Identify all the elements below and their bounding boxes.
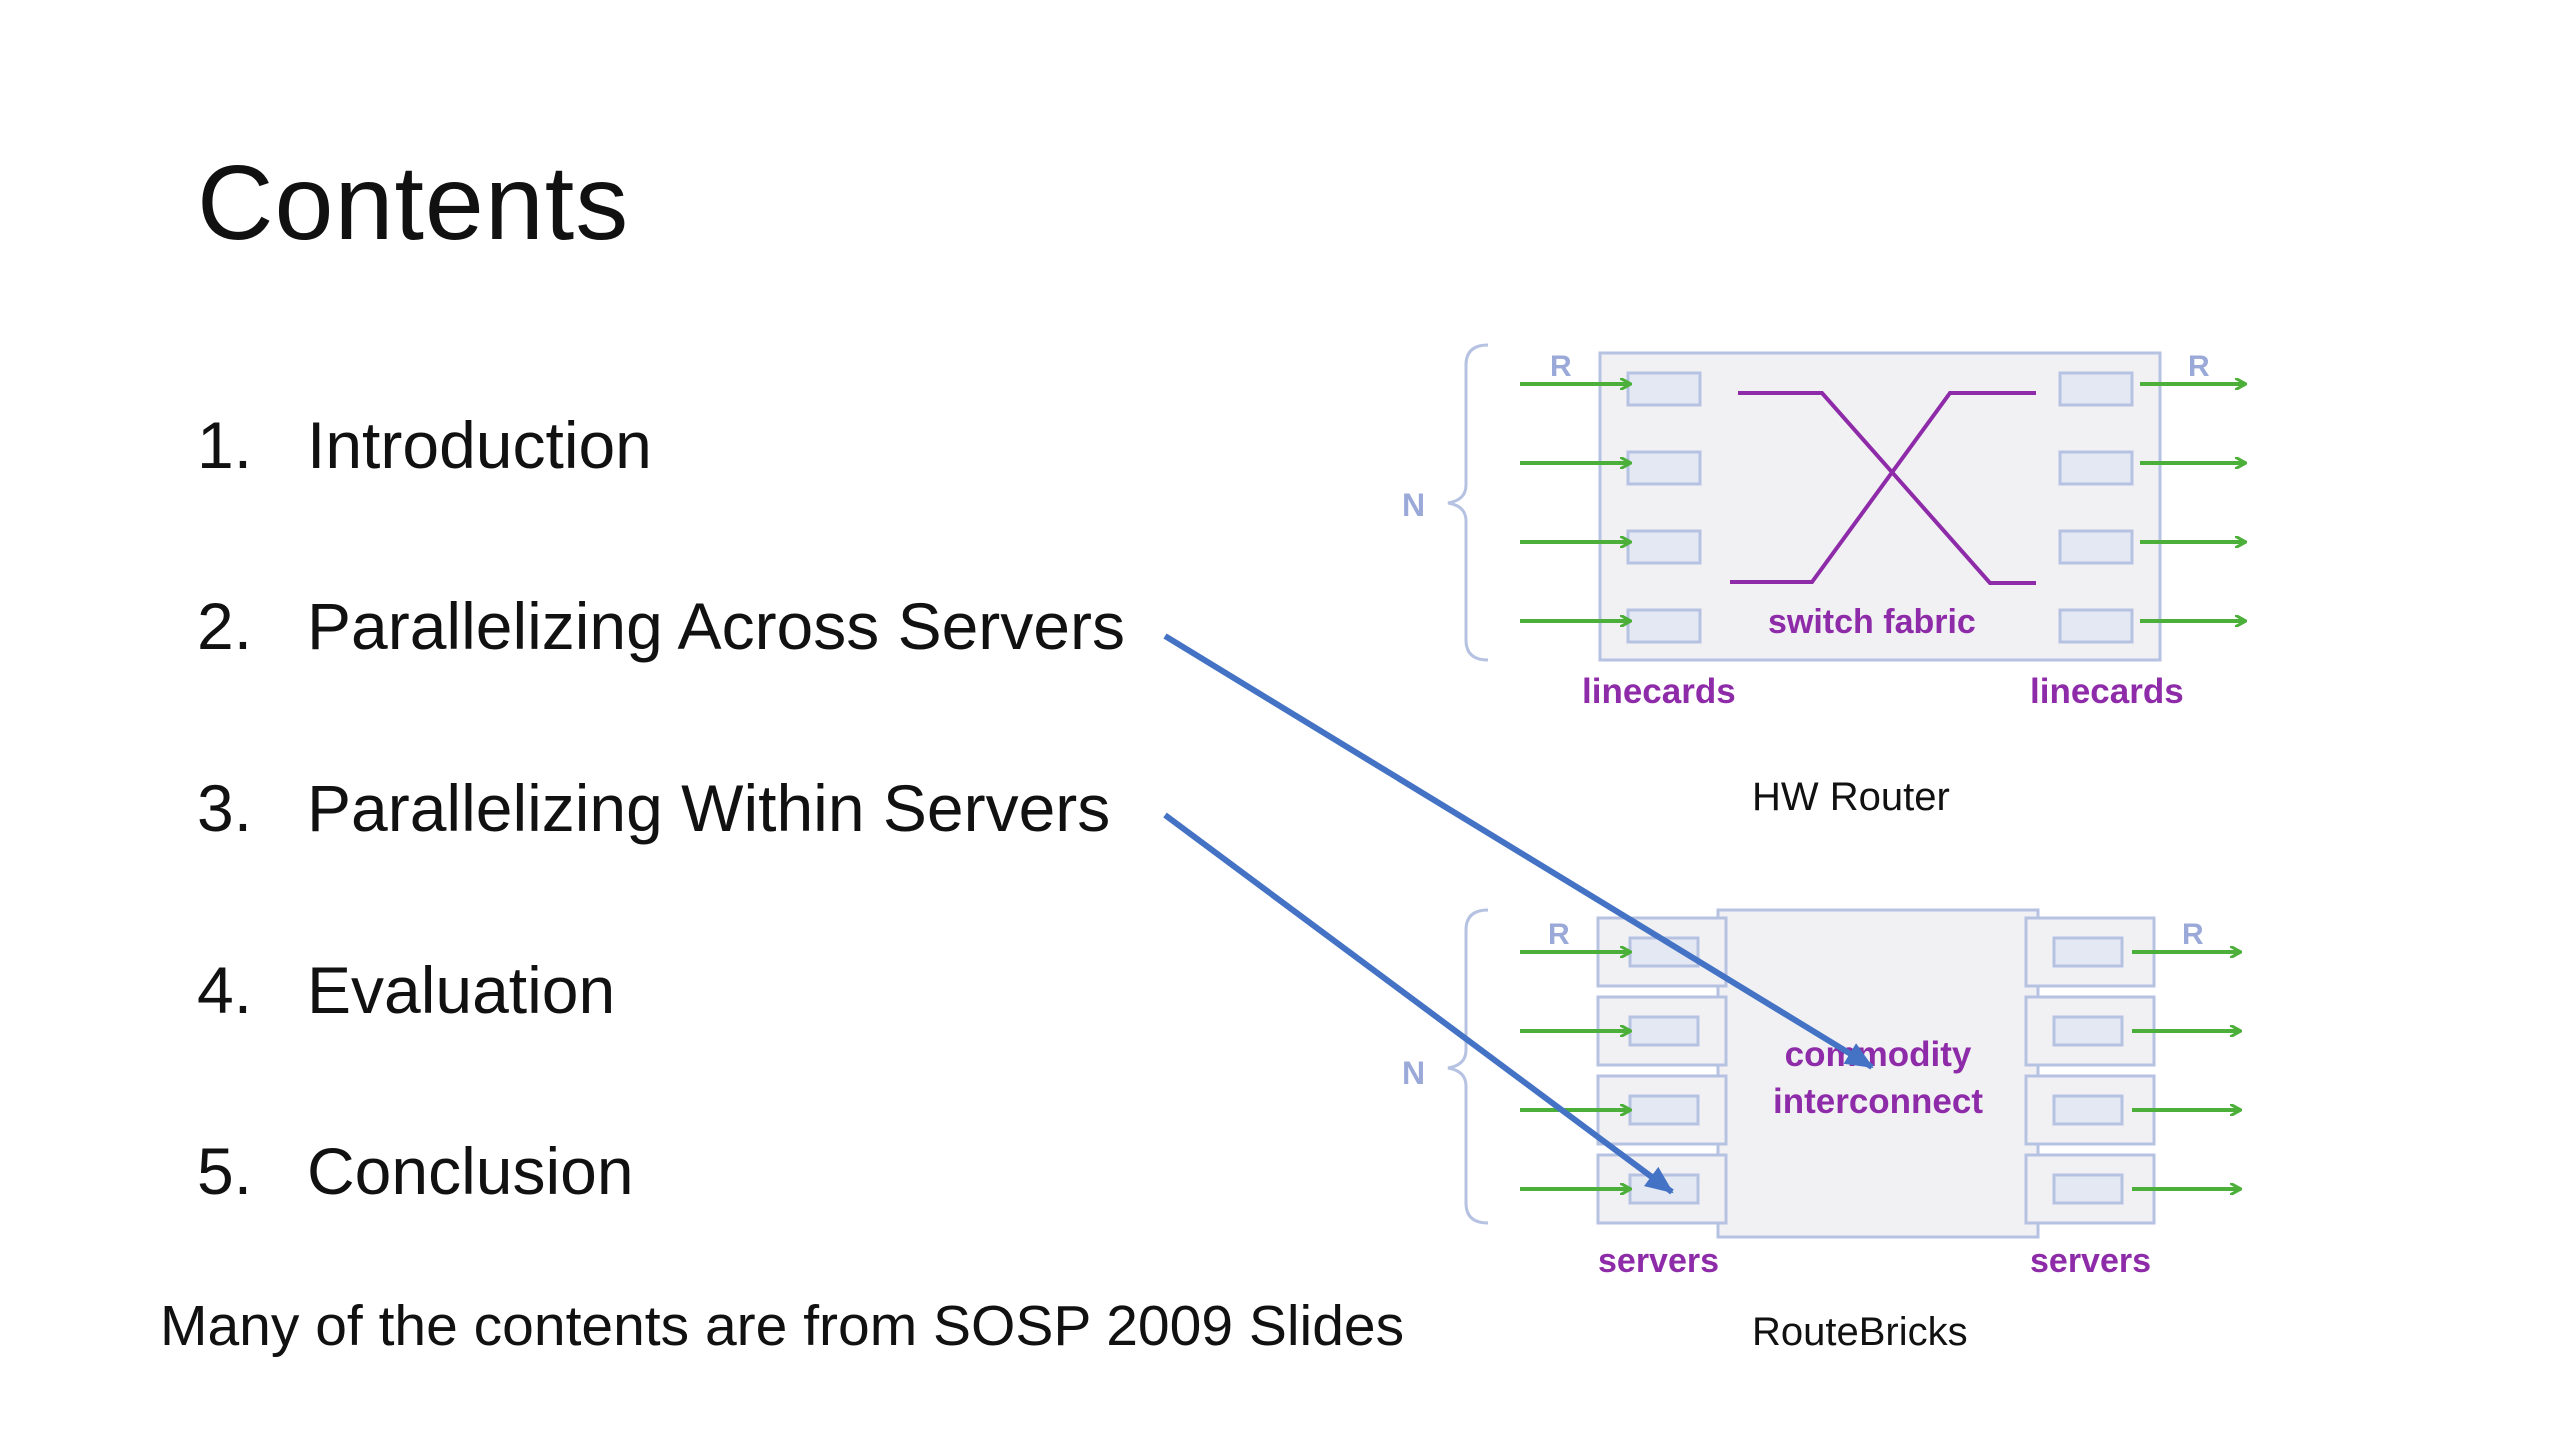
hw-router-caption: HW Router bbox=[1752, 775, 1950, 819]
brace-icon bbox=[1447, 343, 1489, 662]
brace-icon bbox=[1447, 908, 1489, 1225]
hw-router-diagram: N R R switch fabric linecards linecards bbox=[1402, 343, 2245, 711]
switch-fabric-line bbox=[1730, 391, 2036, 584]
server-port bbox=[2052, 936, 2124, 968]
agenda-item-evaluation: 4.Evaluation bbox=[197, 957, 615, 1023]
interconnect-box bbox=[1716, 908, 2040, 1239]
hw-right-label: linecards bbox=[2030, 672, 2184, 711]
switch-fabric-label: switch fabric bbox=[1768, 603, 1976, 641]
linecard bbox=[1626, 450, 1702, 486]
agenda-item-introduction: 1.Introduction bbox=[197, 412, 652, 478]
agenda-label: Parallelizing Across Servers bbox=[307, 589, 1125, 663]
rb-r-in-label: R bbox=[1548, 918, 1570, 951]
server-port bbox=[1628, 1015, 1700, 1047]
hw-r-out-label: R bbox=[2188, 350, 2210, 383]
server-port bbox=[2052, 1173, 2124, 1205]
linecard bbox=[2058, 529, 2134, 565]
rb-right-label: servers bbox=[2030, 1242, 2151, 1280]
agenda-number: 4. bbox=[197, 953, 253, 1027]
agenda-item-within-servers: 3.Parallelizing Within Servers bbox=[197, 775, 1110, 841]
agenda-item-conclusion: 5.Conclusion bbox=[197, 1138, 634, 1204]
routebricks-diagram: N R R commodity interconnect bbox=[1402, 908, 2240, 1280]
agenda-number: 3. bbox=[197, 771, 253, 845]
hw-r-in-label: R bbox=[1550, 350, 1572, 383]
agenda-label: Introduction bbox=[307, 408, 652, 482]
switch-fabric-line bbox=[1738, 391, 2036, 585]
linecard bbox=[1626, 529, 1702, 565]
linecard bbox=[1626, 608, 1702, 644]
interconnect-label: interconnect bbox=[1773, 1082, 1983, 1121]
agenda-item-across-servers: 2.Parallelizing Across Servers bbox=[197, 593, 1125, 659]
server-port bbox=[2052, 1015, 2124, 1047]
pointer-arrow-across bbox=[1163, 633, 1874, 1070]
slide-title: Contents bbox=[197, 144, 630, 262]
hw-left-label: linecards bbox=[1582, 672, 1736, 711]
agenda-label: Evaluation bbox=[307, 953, 616, 1027]
server-port bbox=[2052, 1094, 2124, 1126]
linecard bbox=[2058, 450, 2134, 486]
server-port bbox=[1628, 1094, 1700, 1126]
rb-n-label: N bbox=[1402, 1055, 1425, 1091]
linecard bbox=[2058, 608, 2134, 644]
hw-n-label: N bbox=[1402, 487, 1425, 523]
linecard bbox=[2058, 371, 2134, 407]
linecard bbox=[1626, 371, 1702, 407]
rb-r-out-label: R bbox=[2182, 918, 2204, 951]
agenda-number: 2. bbox=[197, 589, 253, 663]
agenda-label: Conclusion bbox=[307, 1134, 634, 1208]
pointer-arrow-within bbox=[1163, 812, 1674, 1195]
agenda-number: 1. bbox=[197, 408, 253, 482]
routebricks-caption: RouteBricks bbox=[1752, 1310, 1968, 1354]
interconnect-label: commodity bbox=[1785, 1035, 1972, 1074]
agenda-number: 5. bbox=[197, 1134, 253, 1208]
rb-left-label: servers bbox=[1598, 1242, 1719, 1280]
source-note: Many of the contents are from SOSP 2009 … bbox=[160, 1294, 1405, 1358]
agenda-label: Parallelizing Within Servers bbox=[307, 771, 1111, 845]
